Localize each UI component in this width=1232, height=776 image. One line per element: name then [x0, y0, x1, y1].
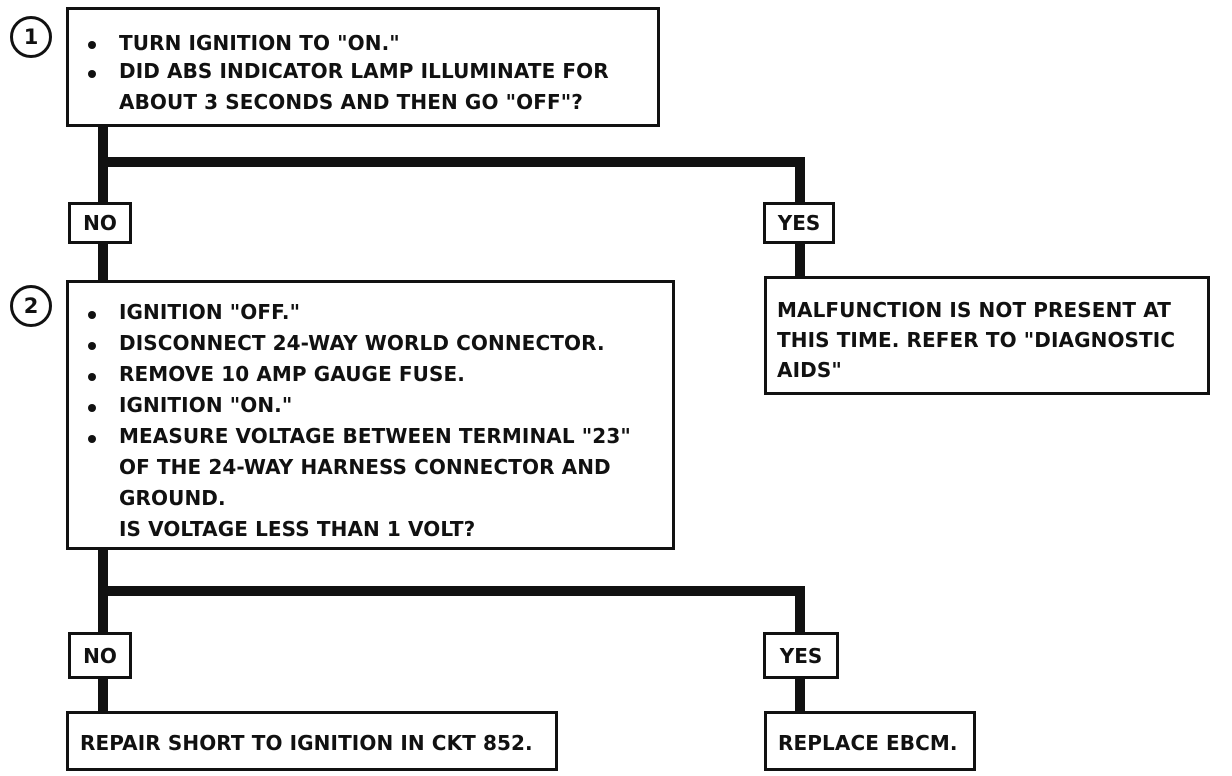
- connector-line: [98, 677, 108, 713]
- result-line: REPLACE EBCM.: [778, 731, 958, 755]
- step-2-no-label: NO: [68, 632, 132, 679]
- result-line: MALFUNCTION IS NOT PRESENT AT: [777, 298, 1171, 322]
- step-1-no-label: NO: [68, 202, 132, 244]
- result-line: AIDS": [777, 358, 842, 382]
- bullet-icon: [88, 373, 96, 381]
- result-replace-ebcm-box: REPLACE EBCM.: [764, 711, 976, 771]
- connector-line: [98, 586, 805, 596]
- result-line: REPAIR SHORT TO IGNITION IN CKT 852.: [80, 731, 533, 755]
- step-2-box: IGNITION "OFF." DISCONNECT 24-WAY WORLD …: [66, 280, 675, 550]
- step-2-line: IGNITION "OFF.": [119, 300, 301, 324]
- step-1-yes-label: YES: [763, 202, 835, 244]
- step-1-marker: 1: [10, 16, 52, 58]
- step-2-line: IS VOLTAGE LESS THAN 1 VOLT?: [119, 517, 476, 541]
- step-2-yes-label: YES: [763, 632, 839, 679]
- step-1-line: DID ABS INDICATOR LAMP ILLUMINATE FOR: [119, 59, 609, 83]
- connector-line: [795, 677, 805, 713]
- connector-line: [795, 242, 805, 278]
- step-2-line: IGNITION "ON.": [119, 393, 293, 417]
- connector-line: [795, 157, 805, 205]
- bullet-icon: [88, 41, 96, 49]
- step-1-line: ABOUT 3 SECONDS AND THEN GO "OFF"?: [119, 90, 583, 114]
- step-2-line: MEASURE VOLTAGE BETWEEN TERMINAL "23": [119, 424, 631, 448]
- bullet-icon: [88, 342, 96, 350]
- connector-line: [98, 242, 108, 282]
- result-no-malfunction-box: MALFUNCTION IS NOT PRESENT AT THIS TIME.…: [764, 276, 1210, 395]
- bullet-icon: [88, 404, 96, 412]
- step-1-box: TURN IGNITION TO "ON." DID ABS INDICATOR…: [66, 7, 660, 127]
- step-2-line: REMOVE 10 AMP GAUGE FUSE.: [119, 362, 465, 386]
- step-2-line: DISCONNECT 24-WAY WORLD CONNECTOR.: [119, 331, 605, 355]
- step-1-line: TURN IGNITION TO "ON.": [119, 31, 400, 55]
- connector-line: [98, 157, 805, 167]
- step-2-line: OF THE 24-WAY HARNESS CONNECTOR AND: [119, 455, 611, 479]
- bullet-icon: [88, 435, 96, 443]
- result-line: THIS TIME. REFER TO "DIAGNOSTIC: [777, 328, 1176, 352]
- step-2-line: GROUND.: [119, 486, 226, 510]
- bullet-icon: [88, 311, 96, 319]
- connector-line: [795, 586, 805, 632]
- result-repair-short-box: REPAIR SHORT TO IGNITION IN CKT 852.: [66, 711, 558, 771]
- step-2-marker: 2: [10, 285, 52, 327]
- bullet-icon: [88, 70, 96, 78]
